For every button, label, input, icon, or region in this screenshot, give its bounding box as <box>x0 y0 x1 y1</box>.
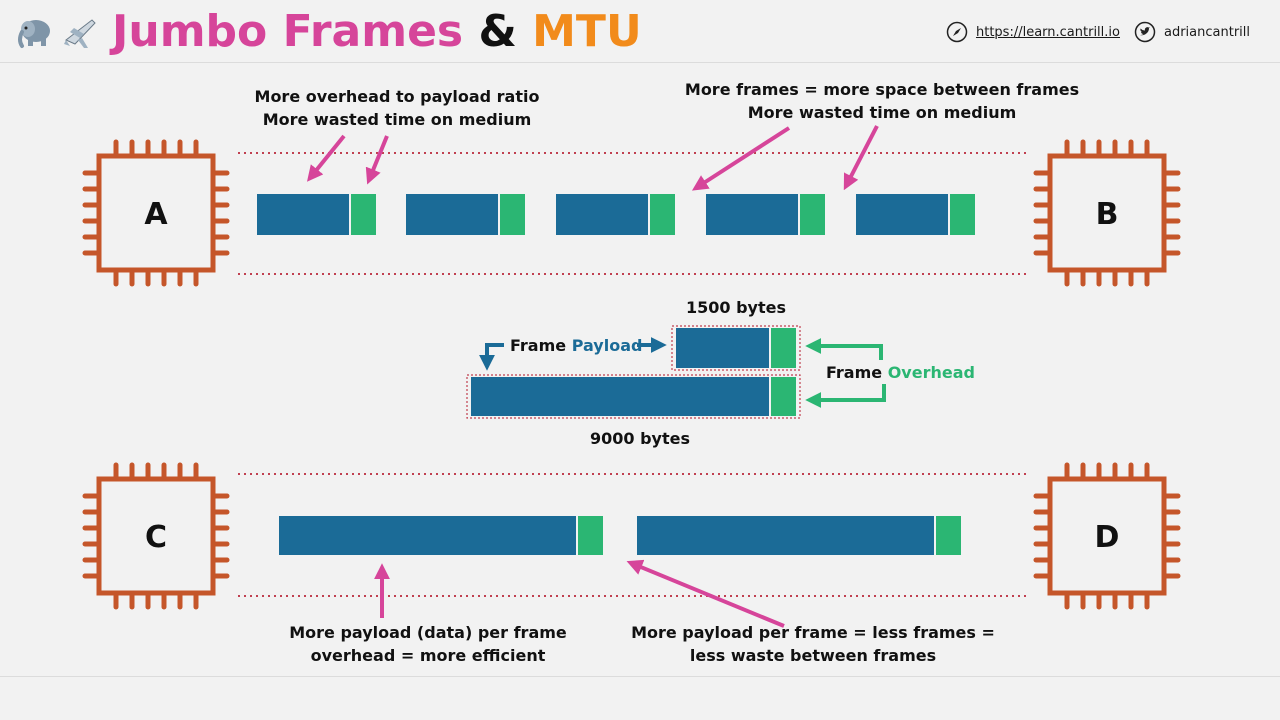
footer-divider <box>0 676 1280 677</box>
logo-icons <box>18 19 96 48</box>
jumbo-overhead-1 <box>578 516 603 555</box>
frame-overhead-4 <box>800 194 825 235</box>
chip-c <box>82 462 230 610</box>
bottom-right-note-line2: less waste between frames <box>690 646 936 665</box>
jumbo-payload-2 <box>637 516 934 555</box>
frame-overhead-1 <box>351 194 376 235</box>
frame-payload-2 <box>406 194 498 235</box>
small-frame-outline <box>671 325 801 371</box>
website-url[interactable]: https://learn.cantrill.io <box>975 24 1120 40</box>
large-frame-size: 9000 bytes <box>590 429 690 448</box>
large-frame-overhead <box>771 377 796 416</box>
arrow-to-gap-2 <box>843 125 879 191</box>
frame-overhead-5 <box>950 194 975 235</box>
header-links: https://learn.cantrill.io adriancantrill <box>946 18 1250 46</box>
chip-d <box>1033 462 1181 610</box>
medium-guides <box>238 152 1030 597</box>
top-pointer-arrows <box>306 125 879 191</box>
chip-body <box>96 476 216 596</box>
node-c-label: C <box>145 520 167 555</box>
twitter-handle: adriancantrill <box>1163 24 1250 40</box>
title-mtu: MTU <box>532 6 642 57</box>
node-b-label: B <box>1096 197 1119 232</box>
small-frame-size: 1500 bytes <box>686 298 786 317</box>
overhead-arrow-bottom <box>805 384 886 408</box>
jumbo-payload-1 <box>279 516 576 555</box>
website-link[interactable]: https://learn.cantrill.io <box>946 21 1120 43</box>
arrow-to-overhead <box>365 135 389 185</box>
header-bar: Jumbo Frames & MTU https://learn.cantril… <box>0 0 1280 63</box>
top-right-note-line1: More frames = more space between frames <box>685 80 1079 99</box>
page-title: Jumbo Frames & MTU <box>112 4 642 60</box>
frame-size-legend: 1500 bytes 9000 bytes Frame Payload Fram… <box>466 298 975 448</box>
airplane-icon <box>64 19 96 48</box>
frame-payload-4 <box>706 194 798 235</box>
overhead-arrow-top <box>805 338 883 360</box>
twitter-link[interactable]: adriancantrill <box>1134 21 1250 43</box>
overhead-label: Frame Overhead <box>826 363 975 382</box>
frame-payload-5 <box>856 194 948 235</box>
frame-overhead-3 <box>650 194 675 235</box>
compass-icon <box>946 21 968 43</box>
arrow-to-jumbo-gap <box>626 559 785 628</box>
node-a-label: A <box>144 197 168 232</box>
payload-label: Frame Payload <box>510 336 642 355</box>
payload-arrow-down <box>479 343 504 371</box>
node-d-label: D <box>1095 520 1120 555</box>
chip-b <box>1033 139 1181 287</box>
chip-body <box>96 153 216 273</box>
large-frame-payload <box>471 377 769 416</box>
frame-payload-3 <box>556 194 648 235</box>
chip-a <box>82 139 230 287</box>
bottom-left-note-line2: overhead = more efficient <box>311 646 546 665</box>
top-left-note-line1: More overhead to payload ratio <box>255 87 540 106</box>
twitter-icon <box>1134 21 1156 43</box>
chip-body <box>1047 476 1167 596</box>
frame-payload-1 <box>257 194 349 235</box>
arrow-to-payload <box>306 134 346 182</box>
bottom-right-note-line1: More payload per frame = less frames = <box>631 623 995 642</box>
chip-body <box>1047 153 1167 273</box>
jumbo-frames-row <box>279 516 961 555</box>
top-left-note-line2: More wasted time on medium <box>263 110 532 129</box>
small-frame-payload <box>676 328 769 368</box>
small-frame-overhead <box>771 328 796 368</box>
arrow-to-gap-1 <box>691 126 791 191</box>
top-right-note-line2: More wasted time on medium <box>748 103 1017 122</box>
standard-frames-row <box>257 194 975 235</box>
bottom-pointer-arrows <box>374 559 785 628</box>
frame-overhead-2 <box>500 194 525 235</box>
title-ampersand: & <box>478 6 517 57</box>
elephant-icon <box>18 20 50 48</box>
bottom-left-note-line1: More payload (data) per frame <box>289 623 567 642</box>
title-jumbo-frames: Jumbo Frames <box>112 6 464 57</box>
jumbo-overhead-2 <box>936 516 961 555</box>
